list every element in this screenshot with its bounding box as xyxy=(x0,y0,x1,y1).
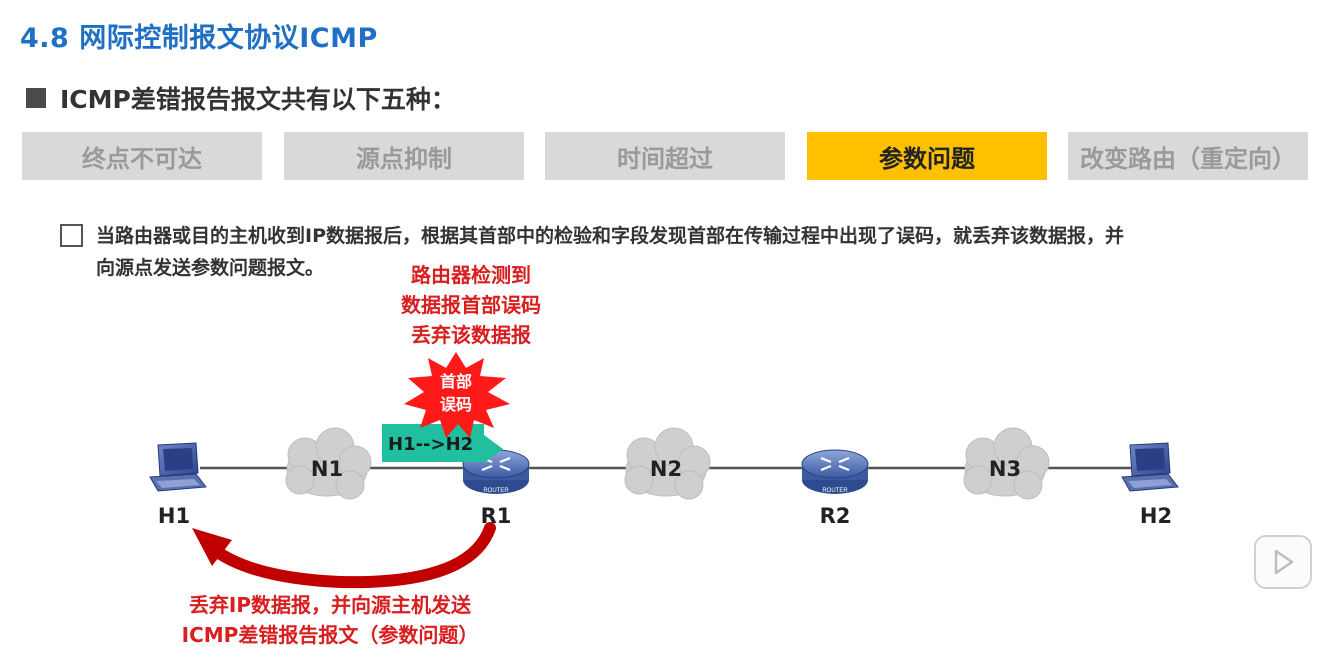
network-label-n2: N2 xyxy=(649,457,683,481)
tab-source-quench[interactable]: 源点抑制 xyxy=(284,132,524,180)
bottom-note-line-2: ICMP差错报告报文（参数问题） xyxy=(181,623,479,647)
tab-parameter-problem[interactable]: 参数问题 xyxy=(807,132,1047,180)
cloud-icon xyxy=(624,427,711,500)
router-caption: ROUTER xyxy=(822,488,848,494)
checkbox-icon xyxy=(60,224,83,247)
bullet-square-icon xyxy=(26,88,46,108)
cloud-icon xyxy=(963,427,1050,500)
node-label-r2: R2 xyxy=(819,504,851,528)
tab-time-exceeded[interactable]: 时间超过 xyxy=(545,132,785,180)
icmp-report-note: 丢弃IP数据报，并向源主机发送 ICMP差错报告报文（参数问题） xyxy=(140,590,520,650)
section-heading: ICMP差错报告报文共有以下五种： xyxy=(26,80,456,116)
tab-redirect[interactable]: 改变路由（重定向） xyxy=(1068,132,1308,180)
router-detection-note: 路由器检测到 数据报首部误码 丢弃该数据报 xyxy=(376,260,566,350)
node-label-h1: H1 xyxy=(157,504,191,528)
router-note-line-3: 丢弃该数据报 xyxy=(411,323,531,347)
packet-label: H1-->H2 xyxy=(388,434,474,455)
play-icon xyxy=(1274,549,1294,575)
router-note-line-2: 数据报首部误码 xyxy=(401,293,541,317)
return-arrowhead xyxy=(192,528,232,566)
description: 当路由器或目的主机收到IP数据报后，根据其首部中的检验和字段发现首部在传输过程中… xyxy=(96,220,1322,284)
page-title: 4.8 网际控制报文协议ICMP xyxy=(20,23,378,54)
return-arrow xyxy=(206,522,496,589)
error-star-line-2: 误码 xyxy=(439,395,472,414)
section-heading-text: ICMP差错报告报文共有以下五种： xyxy=(60,85,456,114)
router-icon: ROUTER xyxy=(801,449,869,494)
router-caption: ROUTER xyxy=(483,488,509,494)
computer-icon xyxy=(1121,442,1179,492)
node-label-h2: H2 xyxy=(1139,504,1173,528)
network-label-n3: N3 xyxy=(988,457,1022,481)
tab-destination-unreachable[interactable]: 终点不可达 xyxy=(22,132,262,180)
router-note-line-1: 路由器检测到 xyxy=(411,263,531,287)
error-star-line-1: 首部 xyxy=(439,372,472,391)
description-line-1: 当路由器或目的主机收到IP数据报后，根据其首部中的检验和字段发现首部在传输过程中… xyxy=(96,225,1124,247)
play-button[interactable] xyxy=(1254,535,1312,589)
error-starburst xyxy=(404,352,510,438)
description-line-2: 向源点发送参数问题报文。 xyxy=(96,257,325,279)
bottom-note-line-1: 丢弃IP数据报，并向源主机发送 xyxy=(188,593,472,617)
computer-icon xyxy=(149,442,207,492)
packet-arrow xyxy=(382,424,503,463)
error-star-label: 首部 误码 xyxy=(423,370,489,416)
network-label-n1: N1 xyxy=(310,457,344,481)
cloud-icon xyxy=(285,427,372,500)
node-label-r1: R1 xyxy=(480,504,512,528)
